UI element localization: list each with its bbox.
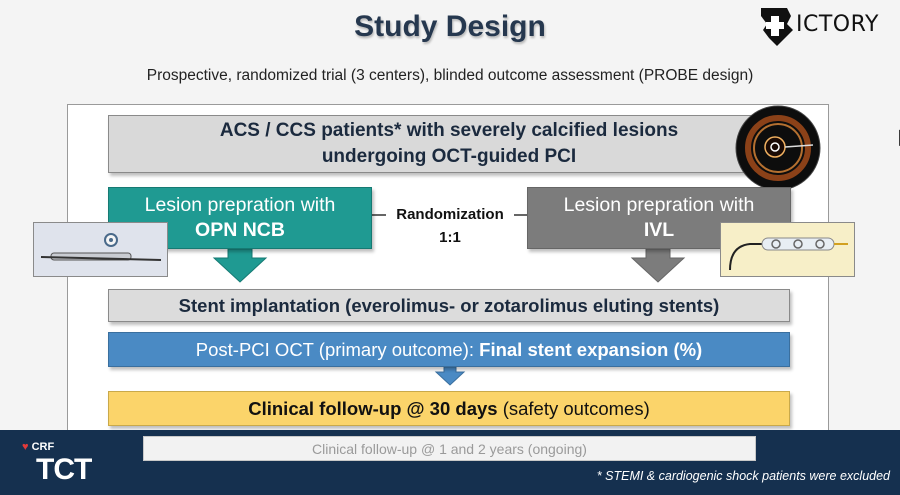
- followup-highlight: Clinical follow-up @ 30 days: [248, 397, 498, 419]
- randomization-ratio: 1:1: [439, 228, 461, 246]
- exclusion-footnote: * STEMI & cardiogenic shock patients wer…: [596, 469, 890, 483]
- population-line1: ACS / CCS patients* with severely calcif…: [219, 120, 679, 142]
- ncb-balloon-image: [33, 222, 168, 277]
- page-title: Study Design: [354, 10, 546, 43]
- randomization-label: Randomization 1:1: [380, 204, 520, 249]
- oct-image: [735, 105, 821, 191]
- post-pci-text: Post-PCI OCT (primary outcome):: [195, 338, 480, 360]
- scroll-edge-icon: ❘: [893, 129, 900, 146]
- heart-icon: ♥: [22, 441, 29, 453]
- followup-long-term-box: Clinical follow-up @ 1 and 2 years (ongo…: [143, 436, 756, 461]
- randomization-text: Randomization: [396, 206, 504, 223]
- logo-text: ICTORY: [796, 12, 879, 37]
- stent-implantation-box: Stent implantation (everolimus- or zotar…: [108, 289, 790, 322]
- arm-ivl: Lesion prepration with IVL: [527, 187, 791, 249]
- tct-logo: TCT: [36, 453, 92, 486]
- population-box: ACS / CCS patients* with severely calcif…: [108, 115, 790, 173]
- subtitle: Prospective, randomized trial (3 centers…: [146, 67, 754, 84]
- ivl-catheter-image: [720, 222, 855, 277]
- crf-logo: ♥ CRF: [22, 441, 54, 453]
- arm-left-line2: OPN NCB: [195, 219, 285, 241]
- post-pci-oct-box: Post-PCI OCT (primary outcome): Final st…: [108, 332, 790, 367]
- arm-right-line2: IVL: [643, 219, 675, 241]
- victory-logo: [761, 8, 793, 46]
- arm-left-line1: Lesion prepration with: [144, 193, 336, 216]
- followup-text: (safety outcomes): [497, 397, 650, 419]
- population-line2: undergoing OCT-guided PCI: [321, 146, 577, 167]
- crf-text: CRF: [31, 441, 55, 453]
- followup-30-days-box: Clinical follow-up @ 30 days (safety out…: [108, 391, 790, 426]
- primary-outcome-text: Final stent expansion (%): [479, 338, 703, 360]
- arm-right-line1: Lesion prepration with: [563, 193, 755, 216]
